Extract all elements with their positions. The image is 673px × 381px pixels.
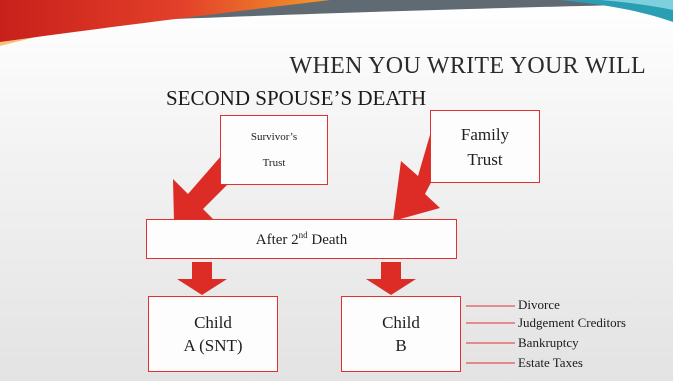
consequence-bankruptcy: Bankruptcy (518, 335, 579, 350)
family-trust-label-line1: Family (460, 124, 510, 144)
survivors-trust-label-line2: Trust (262, 157, 286, 169)
slide-title: WHEN YOU WRITE YOUR WILL (289, 53, 646, 79)
after-label-prefix: After 2 (255, 231, 299, 248)
after-label-ordinal: nd (298, 229, 308, 240)
arrow-down-child-b (366, 262, 416, 295)
child-a-box: Child A (SNT) (148, 296, 278, 372)
header-swoosh-decoration (0, 0, 673, 46)
child-b-box: Child B (341, 296, 461, 372)
header-teal-band (560, 0, 673, 22)
survivors-trust-box: Survivor’s Trust (220, 115, 328, 185)
after-second-death-box: After 2nd Death (146, 219, 457, 259)
child-a-label-line2: A (SNT) (183, 336, 243, 355)
arrow-down-child-a (177, 262, 227, 295)
after-label-suffix: Death (307, 231, 348, 248)
child-a-label-line1: Child (194, 313, 232, 332)
family-trust-box: Family Trust (430, 110, 540, 183)
header-red-band (0, 0, 330, 42)
family-trust-label-line2: Trust (467, 149, 503, 169)
survivors-trust-label-line1: Survivor’s (250, 131, 298, 143)
after-second-death-label: After 2nd Death (256, 230, 347, 249)
consequence-judgement-creditors: Judgement Creditors (518, 315, 626, 330)
consequence-estate-taxes: Estate Taxes (518, 355, 583, 370)
consequence-connector-lines (466, 305, 515, 364)
consequence-divorce: Divorce (518, 297, 560, 312)
header-light-teal-band (600, 0, 673, 10)
child-b-label-line1: Child (382, 313, 420, 332)
child-b-label-line2: B (395, 336, 407, 355)
slide-subtitle: SECOND SPOUSE’S DEATH (166, 86, 427, 110)
